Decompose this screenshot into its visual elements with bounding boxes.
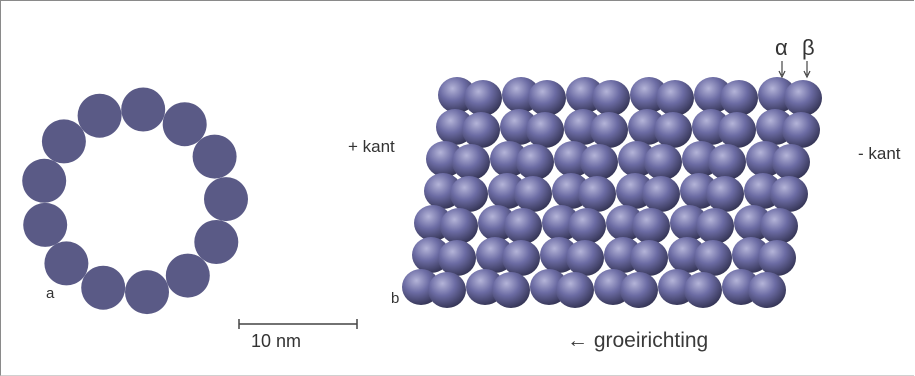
beta-subunit (450, 176, 488, 212)
beta-subunit (782, 112, 820, 148)
beta-subunit (784, 80, 822, 116)
ring-subunit (77, 93, 122, 138)
beta-subunit (580, 144, 618, 180)
ring-subunit (23, 202, 68, 247)
beta-subunit (760, 208, 798, 244)
alpha-arrow (778, 61, 786, 79)
ring-subunit (121, 87, 166, 132)
ring-subunit (22, 158, 67, 203)
beta-subunit (632, 208, 670, 244)
beta-subunit (438, 240, 476, 276)
beta-subunit (578, 176, 616, 212)
ring-cross-section (22, 87, 248, 315)
beta-subunit (568, 208, 606, 244)
ring-subunit (192, 134, 237, 179)
beta-subunit (620, 272, 658, 308)
beta-subunit (464, 80, 502, 116)
beta-subunit (516, 144, 554, 180)
alpha-label: α (775, 35, 788, 60)
beta-subunit (566, 240, 604, 276)
beta-subunit (772, 144, 810, 180)
ring-subunit (194, 220, 239, 264)
beta-subunit (492, 272, 530, 308)
beta-subunit (770, 176, 808, 212)
beta-subunit (748, 272, 786, 308)
ring-subunit (44, 241, 89, 286)
beta-subunit (630, 240, 668, 276)
beta-subunit (708, 144, 746, 180)
minus-end-label: - kant (858, 144, 901, 163)
ring-subunit (41, 119, 86, 164)
ring-subunit (162, 102, 207, 147)
beta-subunit (590, 112, 628, 148)
beta-subunit (592, 80, 630, 116)
beta-subunit (758, 240, 796, 276)
beta-subunit (452, 144, 490, 180)
beta-subunit (696, 208, 734, 244)
beta-arrow (803, 61, 811, 79)
growth-direction-label: ← groeirichting (567, 329, 709, 352)
ring-subunit (125, 270, 169, 315)
beta-subunit (462, 112, 500, 148)
microtubule-lattice (402, 77, 822, 308)
beta-subunit (526, 112, 564, 148)
beta-label: β (802, 35, 815, 60)
beta-subunit (654, 112, 692, 148)
beta-subunit (706, 176, 744, 212)
ring-subunit (81, 265, 126, 310)
panel-a-label: a (46, 285, 55, 302)
beta-subunit (440, 208, 478, 244)
beta-subunit (428, 272, 466, 308)
beta-subunit (694, 240, 732, 276)
ring-subunit (204, 177, 248, 222)
beta-subunit (504, 208, 542, 244)
panel-b-label: b (391, 290, 400, 307)
beta-subunit (556, 272, 594, 308)
beta-subunit (642, 176, 680, 212)
beta-subunit (656, 80, 694, 116)
beta-subunit (514, 176, 552, 212)
scale-bar (238, 319, 358, 329)
beta-subunit (720, 80, 758, 116)
plus-end-label: + kant (348, 137, 395, 156)
beta-subunit (528, 80, 566, 116)
beta-subunit (502, 240, 540, 276)
scale-bar-label: 10 nm (251, 331, 302, 351)
beta-subunit (684, 272, 722, 308)
beta-subunit (644, 144, 682, 180)
ring-subunit (165, 253, 210, 298)
beta-subunit (718, 112, 756, 148)
